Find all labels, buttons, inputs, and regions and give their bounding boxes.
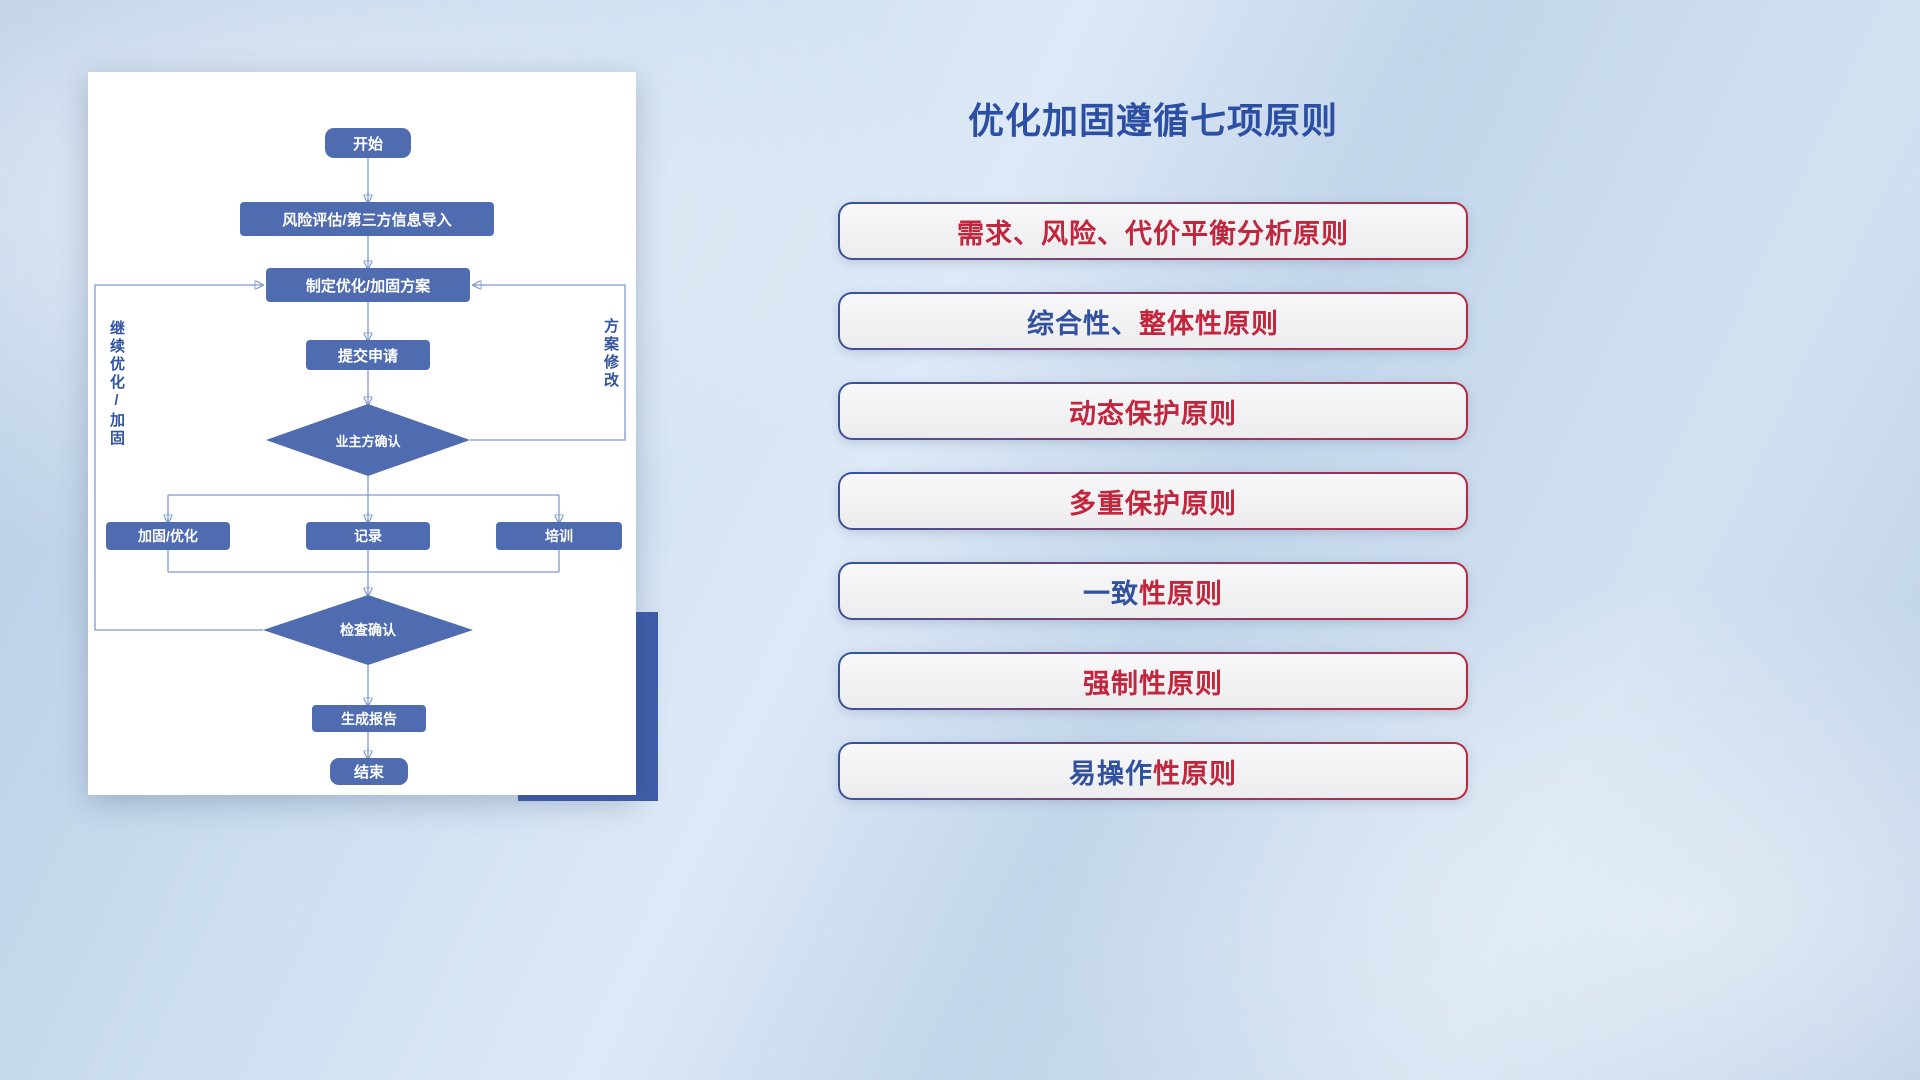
panel-title: 优化加固遵循七项原则 <box>967 100 1338 141</box>
principle-item-5: 一致性原则 <box>838 562 1468 620</box>
principle-item-4: 多重保护原则 <box>838 472 1468 530</box>
flowchart-node-training: 培训 <box>496 522 622 550</box>
principles-list: 需求、风险、代价平衡分析原则综合性、整体性原则动态保护原则多重保护原则一致性原则… <box>838 202 1468 800</box>
principle-item-3: 动态保护原则 <box>838 382 1468 440</box>
flowchart-label-plan-revision-loop: 方案修改 <box>602 318 619 390</box>
principle-item-6: 强制性原则 <box>838 652 1468 710</box>
flowchart-card: 开始 风险评估/第三方信息导入 制定优化/加固方案 提交申请 业主方确认 加固/… <box>88 72 636 795</box>
principle-text: 强制性原则 <box>840 654 1466 708</box>
principle-text-part: 需求、风险、代价平衡分析原则 <box>957 218 1349 249</box>
principle-text: 综合性、整体性原则 <box>840 294 1466 348</box>
principles-panel: 优化加固遵循七项原则 需求、风险、代价平衡分析原则综合性、整体性原则动态保护原则… <box>838 92 1468 832</box>
flowchart-node-make-plan: 制定优化/加固方案 <box>266 268 470 302</box>
principle-text-part: 动态保护原则 <box>1069 398 1237 429</box>
principle-text-part: 易操作 <box>1069 758 1153 789</box>
principle-text-part: 一致 <box>1083 578 1139 609</box>
principle-item-7: 易操作性原则 <box>838 742 1468 800</box>
principle-text-part: 多重保护原则 <box>1069 488 1237 519</box>
principle-text-part: 整体性原则 <box>1139 308 1279 339</box>
flowchart-node-generate-report: 生成报告 <box>312 705 426 732</box>
principle-text-part: 强制性原则 <box>1083 668 1223 699</box>
flowchart-node-submit-application: 提交申请 <box>306 340 430 370</box>
principle-text-part: 综合性、 <box>1027 308 1139 339</box>
principle-text: 动态保护原则 <box>840 384 1466 438</box>
principle-text: 易操作性原则 <box>840 744 1466 798</box>
flowchart-node-end: 结束 <box>330 758 408 785</box>
flowchart-node-reinforce-optimize: 加固/优化 <box>106 522 230 550</box>
flowchart-connectors <box>94 158 626 795</box>
principle-item-2: 综合性、整体性原则 <box>838 292 1468 350</box>
principle-text: 一致性原则 <box>840 564 1466 618</box>
principle-text-part: 性原则 <box>1139 578 1223 609</box>
flowchart-node-risk-assessment: 风险评估/第三方信息导入 <box>240 202 494 236</box>
flowchart-label-continue-loop: 继续优化/加固 <box>108 320 125 448</box>
principle-item-1: 需求、风险、代价平衡分析原则 <box>838 202 1468 260</box>
flowchart-node-start: 开始 <box>325 128 411 158</box>
flowchart-node-record: 记录 <box>306 522 430 550</box>
principle-text-part: 性原则 <box>1153 758 1237 789</box>
principle-text: 多重保护原则 <box>840 474 1466 528</box>
principle-text: 需求、风险、代价平衡分析原则 <box>840 204 1466 258</box>
